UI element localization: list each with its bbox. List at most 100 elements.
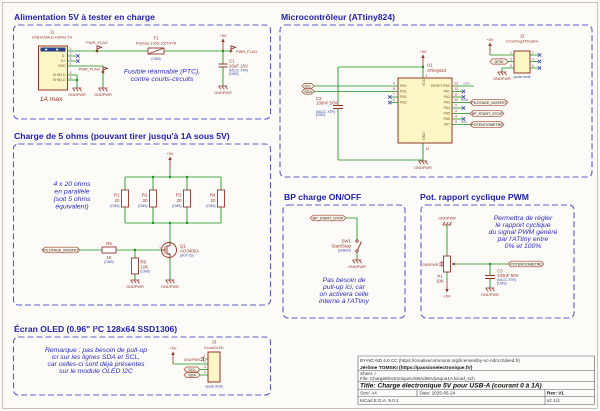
plus5v-label: +5V [169, 346, 176, 351]
j1-value: USB-B-MALE-HORIZ-TH [32, 36, 73, 40]
c3-note: (CMS) [497, 282, 507, 286]
pwr-flag-label: PWR_FLAG [79, 67, 100, 72]
sda-label: SDA [304, 90, 312, 94]
scl-label: SCL [188, 368, 195, 372]
date-text: Date: 2025-05-24 [420, 390, 456, 395]
u1-pin-name: PA7 [444, 123, 450, 127]
u1-pin-num: 8 [393, 87, 395, 91]
sw1-ref: SW1 [341, 239, 351, 244]
u1-pin-name: PA3 [444, 101, 450, 105]
mcu-u1: U1 ATtiny824 VCC GND 1 14 PB0 PB1 PB2 PB… [387, 63, 470, 151]
gndpwr-label: GNDPWR [161, 284, 179, 289]
j3-pin-num: 4 [204, 371, 206, 375]
author-text: Jérôme TOMSKI (https://passionelectroniq… [360, 365, 473, 371]
u1-pin-num: 14 [426, 147, 430, 151]
license-text: BY-NC-ND 4.0 CC (https://creativecommons… [360, 358, 520, 363]
no-connect-icon [461, 105, 466, 111]
junction-dot [151, 221, 155, 225]
j1-pin-num: 5 [70, 71, 72, 75]
wires [173, 358, 208, 376]
no-connect-icon [75, 53, 80, 59]
gndpwr-symbol [130, 279, 141, 284]
capacitor-c1: C1 10uF 16V (MLCC X7R) (CMS) [218, 59, 248, 76]
no-connect-icon [537, 52, 542, 58]
u1-pin-num: 9 [393, 82, 395, 86]
sheet-id-text: Id: 1/1 [547, 398, 560, 403]
no-connect-icon [537, 65, 542, 71]
section-potentiometre: Pot. rapport cyclique PWM Permettra de r… [420, 192, 575, 319]
plus5v-symbol [170, 350, 176, 365]
junction-dot [151, 175, 155, 179]
u1-pin-num: 1 [426, 74, 428, 78]
sw1-value: Start/Stop [331, 243, 351, 248]
bp-start-stop-label: BP_START_STOP [472, 112, 503, 116]
j3-pin-num: 3 [204, 365, 206, 369]
oled-note-line: Remarque : pas besoin de pull-up [45, 347, 147, 354]
section-box [12, 336, 272, 396]
j1-pin-name: D- [62, 54, 67, 58]
u1-ref: U1 [427, 63, 433, 68]
rev-text: Rev: V1 [547, 390, 564, 395]
pot-note-line: du signal PWM généré [489, 229, 558, 236]
section-box [420, 204, 575, 319]
resistor-r6: R6 10K (CMS) [131, 257, 150, 275]
section-box [282, 204, 406, 319]
section-microcontroleur: Microcontrôleur (ATtiny824) +5V U1 ATtin… [279, 12, 593, 178]
no-connect-icon [75, 58, 80, 64]
j1-pin-name: D+ [61, 59, 66, 63]
gndpwr-mini-symbol [439, 261, 443, 267]
potentiometre-label: POTENTIOMETRE [510, 262, 542, 266]
no-connect-icon [387, 100, 392, 105]
net-label-potentiometre [469, 121, 505, 128]
f1-ref: F1 [153, 36, 159, 41]
fuse-note-line: contre courts-circuits [131, 76, 194, 83]
sw1-note: (6x6mm) [338, 249, 351, 253]
u1-pin-name: PA1 [444, 90, 450, 94]
pwr-flag-label: PWR_FLAG [86, 40, 107, 45]
bp-note-line: interne à l'ATtiny [319, 298, 370, 305]
plus5v-label: +5V [419, 49, 426, 54]
resistor-r5: R5 1K (CMS) [101, 241, 117, 264]
capacitor-c3: C3 100nF 50V (MLCC X7R) (CMS) [485, 269, 519, 286]
u1-pin-func: UPDI [463, 82, 470, 86]
r2-note: (CMS) [138, 204, 148, 208]
gndpwr-symbol [485, 287, 496, 292]
junction-dot [168, 221, 172, 225]
u1-pin-num: 6 [393, 98, 395, 102]
c1-value: 10uF 16V [229, 63, 248, 68]
j3-pin-num: 1 [204, 355, 206, 359]
gndpwr-symbol [418, 160, 429, 165]
gndpwr-label: GNDPWR [94, 92, 112, 97]
u1-pin-num: 3 [455, 109, 457, 113]
u1-pin-num: 2 [455, 104, 457, 108]
r5-ref: R5 [106, 241, 112, 246]
pot-note-line: 0% et 100% [505, 243, 542, 250]
r6-ref: R6 [141, 259, 147, 264]
gndpwr-symbol [218, 85, 229, 90]
pot-note-line: par l'ATtiny entre [497, 236, 549, 243]
c1-note: (MLCC X7R) [229, 69, 248, 73]
charge-note-line: 4 x 20 ohms [53, 181, 91, 188]
c3-note: (MLCC X7R) [497, 278, 516, 282]
capacitor-c2: C2 100nF 50V (MLCC X7R) (CMS) [316, 96, 343, 117]
plus5v-symbol [487, 41, 493, 56]
j2-pin-num: 5 [510, 64, 512, 68]
u1-pin-func: ADC [461, 120, 467, 124]
gndpwr-label: GNDPWR [438, 216, 456, 221]
gndpwr-label: GNDPWR [493, 76, 511, 81]
j3-value: EcranOLED [204, 346, 224, 350]
u1-pin-num: 13 [454, 82, 458, 86]
j1-pin-num: 3 [70, 57, 72, 61]
file-text: File: ChargeElectroniqueUSBAde5Vjusqua1A… [360, 376, 475, 381]
title-block-grid [357, 355, 595, 405]
bp-note-line: on activera celle [319, 291, 368, 298]
u1-pin-name: PB1 [400, 90, 407, 94]
kicad-version-text: KiCad E.D.A. 9.0.1 [360, 398, 399, 403]
oled-note-line: sur le module OLED I2C [59, 368, 133, 375]
junction-dot [185, 221, 189, 225]
bp-note-line: Pas besoin de [322, 277, 365, 284]
j1-pin-num: 2 [70, 52, 72, 56]
updi-label: UPDI [495, 60, 504, 64]
j2-pin-num: 1 [510, 51, 512, 55]
net-label-scl [183, 366, 201, 373]
